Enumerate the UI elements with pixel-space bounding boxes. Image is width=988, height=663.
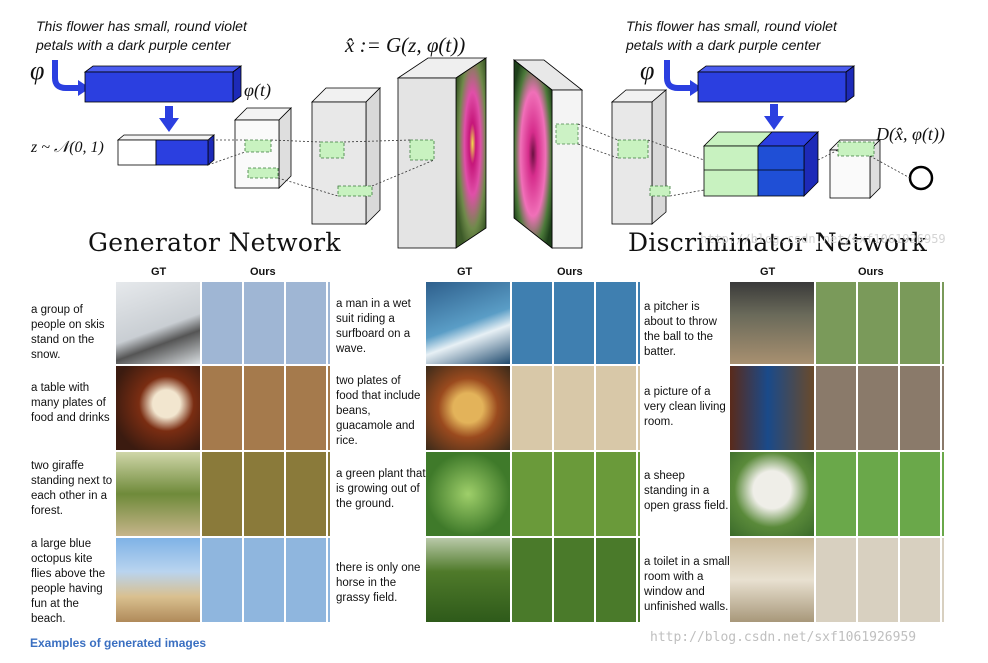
text-embedding-bar — [83, 65, 243, 103]
discriminator-connectors — [577, 123, 911, 197]
discriminator-output-label: D(x̂, φ(t)) — [876, 124, 945, 144]
down-arrow-generator — [159, 106, 179, 132]
gt-header-3: GT — [760, 266, 776, 278]
image-grid-col3 — [730, 282, 944, 622]
discriminator-concat-block — [703, 131, 819, 197]
ours-header-2: Ours — [557, 266, 583, 278]
phi-symbol-generator: φ — [30, 56, 45, 85]
generated-images — [512, 452, 640, 536]
generated-images — [816, 366, 944, 450]
generator-output-image — [396, 57, 488, 249]
gt-image — [116, 452, 200, 536]
caption-col2-row2: two plates of food that include beans, g… — [336, 375, 421, 447]
caption-col3-row2: a picture of a very clean living room. — [644, 386, 726, 428]
generator-text-caption: This flower has small, round violet peta… — [36, 18, 247, 53]
image-grid-col1 — [116, 282, 330, 622]
generator-connectors — [207, 139, 435, 197]
gt-image — [426, 452, 510, 536]
ours-header-3: Ours — [858, 266, 884, 278]
caption-col1-row1: a group of people on skis stand on the s… — [31, 304, 105, 361]
image-grid-col2 — [426, 282, 640, 622]
gt-image — [730, 366, 814, 450]
caption-col1-row4: a large blue octopus kite flies above th… — [31, 538, 106, 625]
discriminator-text-caption: This flower has small, round violet peta… — [626, 18, 837, 53]
gt-image — [730, 538, 814, 622]
gt-image — [426, 538, 510, 622]
gt-image — [730, 452, 814, 536]
phi-t-label: φ(t) — [244, 80, 271, 100]
down-arrow-discriminator — [764, 104, 784, 130]
caption-col2-row4: there is only one horse in the grassy fi… — [336, 562, 421, 604]
generated-images — [512, 366, 640, 450]
generator-network-title: Generator Network — [88, 228, 341, 257]
phi-arrow-generator — [52, 60, 90, 96]
discriminator-layer-2 — [829, 139, 881, 199]
gt-image — [426, 282, 510, 364]
diagram-watermark: http://blog.csdn.net/sxf1061926959 — [700, 232, 946, 246]
generated-images — [202, 452, 330, 536]
phi-symbol-discriminator: φ — [640, 56, 655, 85]
caption-col3-row1: a pitcher is about to throw the ball to … — [644, 301, 717, 358]
ours-header-1: Ours — [250, 266, 276, 278]
caption-col2-row1: a man in a wet suit riding a surfboard o… — [336, 298, 411, 355]
discriminator-network-title: Discriminator Network — [628, 228, 928, 257]
caption-col3-row3: a sheep standing in a open grass field. — [644, 470, 729, 512]
gt-image — [426, 366, 510, 450]
gt-image — [116, 282, 200, 364]
discriminator-layer-1 — [610, 89, 671, 225]
generator-layer-2 — [311, 87, 381, 225]
generated-images — [816, 452, 944, 536]
text-embedding-bar-discriminator — [696, 65, 856, 103]
watermark: http://blog.csdn.net/sxf1061926959 — [650, 630, 917, 645]
generated-images — [202, 538, 330, 622]
gt-image — [116, 366, 200, 450]
generated-images — [512, 282, 640, 364]
discriminator-input-image — [512, 59, 584, 249]
footer-caption: Examples of generated images — [30, 636, 207, 650]
caption-col1-row3: two giraffe standing next to each other … — [31, 460, 113, 517]
z-sample-label: z ~ 𝒩(0, 1) — [31, 139, 104, 156]
generator-layer-1 — [234, 107, 292, 189]
discriminator-output-node — [908, 165, 934, 191]
generated-images — [202, 366, 330, 450]
generated-images — [202, 282, 330, 364]
gt-header-1: GT — [151, 266, 167, 278]
architecture-diagram — [52, 57, 934, 249]
phi-arrow-discriminator — [664, 60, 702, 96]
generated-images — [816, 282, 944, 364]
gt-image — [730, 282, 814, 364]
latent-vector — [116, 134, 216, 166]
generated-images — [512, 538, 640, 622]
gt-image — [116, 538, 200, 622]
generated-images — [816, 538, 944, 622]
caption-col1-row2: a table with many plates of food and dri… — [31, 382, 110, 424]
gt-header-2: GT — [457, 266, 473, 278]
caption-col2-row3: a green plant that is growing out of the… — [336, 468, 426, 510]
generator-equation: x̂ := G(z, φ(t)) — [345, 33, 466, 57]
caption-col3-row4: a toilet in a small room with a window a… — [644, 556, 730, 613]
